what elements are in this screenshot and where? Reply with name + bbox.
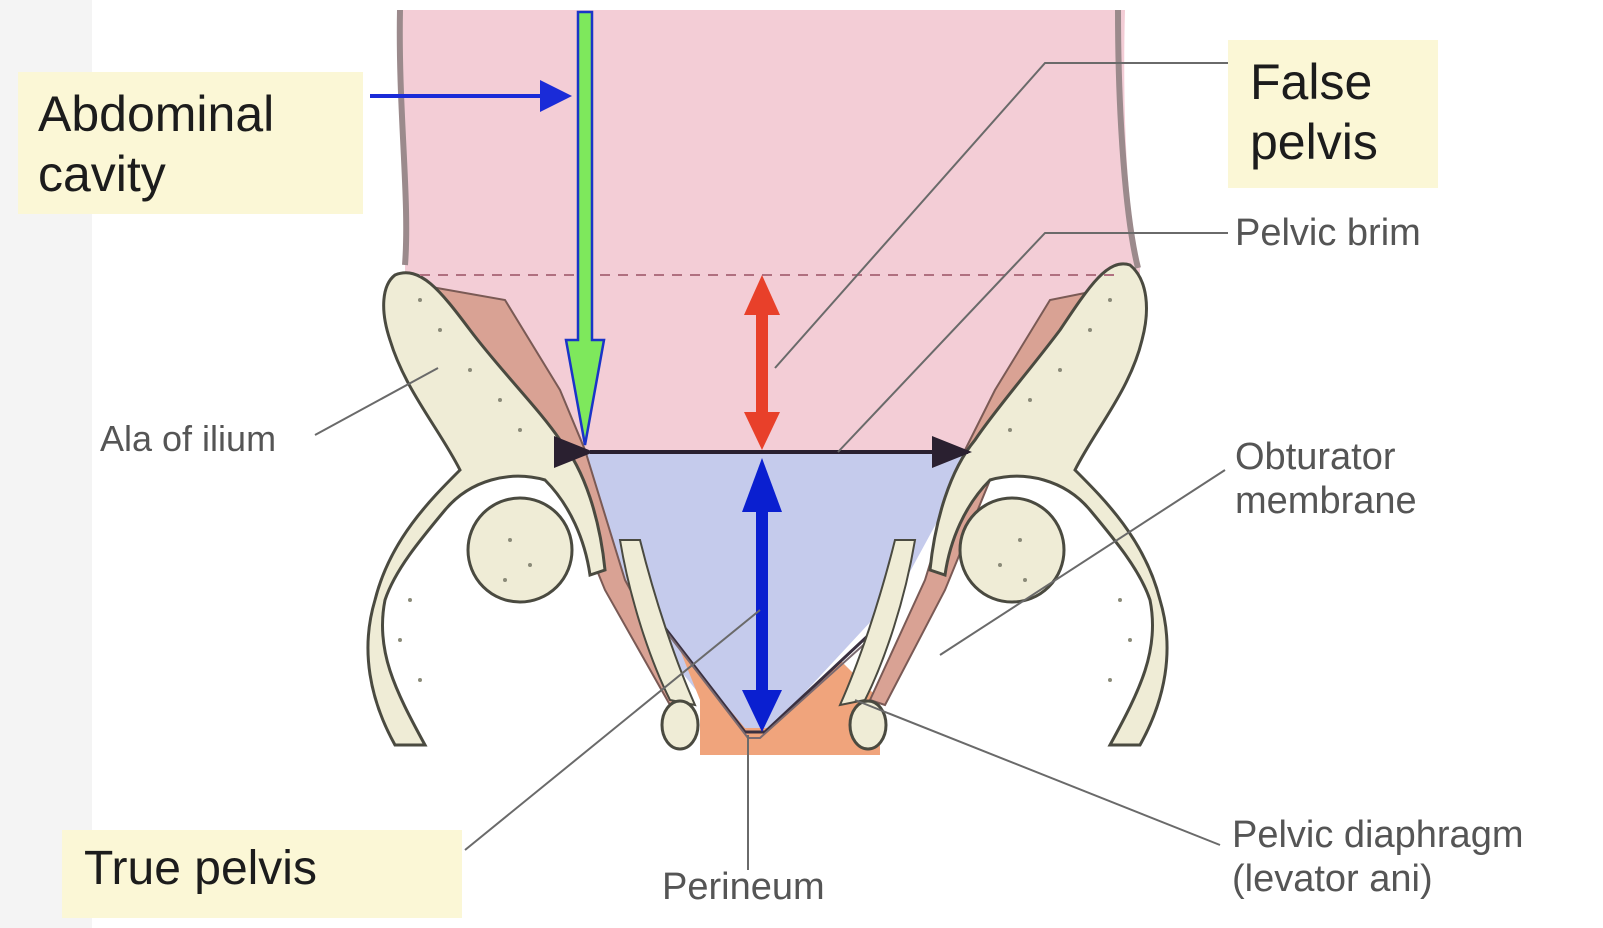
- pelvic-diaphragm-label: Pelvic diaphragm (levator ani): [1232, 814, 1523, 901]
- ala-of-ilium-label: Ala of ilium: [100, 418, 276, 459]
- abdominal-cavity-callout: Abdominal cavity: [18, 72, 363, 214]
- pelvic-brim-label: Pelvic brim: [1235, 212, 1421, 256]
- obturator-membrane-label: Obturator membrane: [1235, 436, 1417, 523]
- perineum-label: Perineum: [662, 866, 825, 910]
- true-pelvis-callout: True pelvis: [62, 830, 462, 918]
- false-pelvis-callout: False pelvis: [1228, 40, 1438, 188]
